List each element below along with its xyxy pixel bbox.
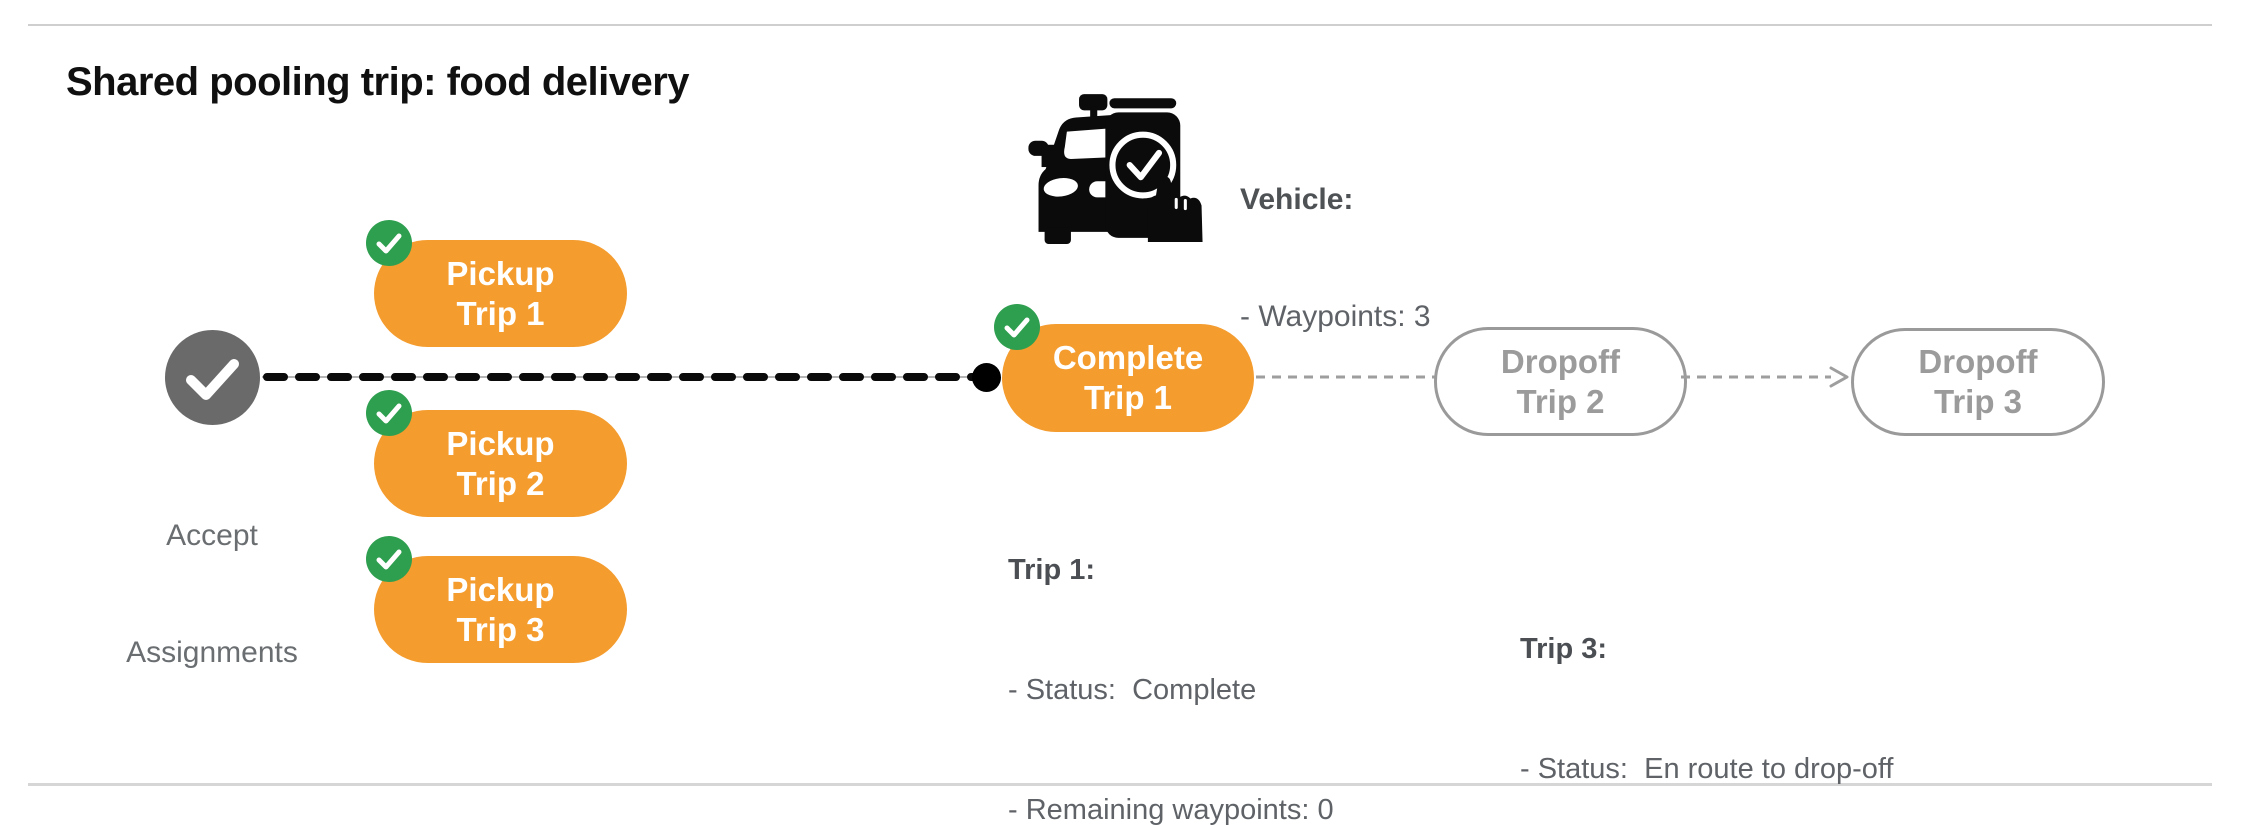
check-badge-icon	[994, 304, 1040, 350]
dropoff-trip-3-node: Dropoff Trip 3	[1851, 328, 2105, 436]
pill-label-line2: Trip 3	[456, 610, 545, 648]
pill-label-line1: Pickup	[446, 570, 555, 608]
trip3-status: - Status: En route to drop-off	[1520, 753, 1894, 785]
dropoff-trip-2-node: Dropoff Trip 2	[1434, 327, 1687, 436]
pickup-trip-2-node: Pickup Trip 2	[366, 390, 627, 517]
trip1-heading: Trip 1:	[1008, 554, 1096, 586]
complete-trip-1-node: Complete Trip 1	[994, 304, 1254, 432]
pill-label-line1: Pickup	[446, 254, 555, 292]
pill-label-line1: Pickup	[446, 424, 555, 462]
accept-assignments-node	[165, 330, 260, 425]
trip-status-panel-right: Trip 3: - Status: En route to drop-off -…	[1520, 549, 1893, 825]
pickup-trip-3-node: Pickup Trip 3	[366, 536, 627, 663]
pill-label-line2: Trip 1	[1083, 379, 1173, 416]
check-icon	[165, 330, 260, 425]
trip-status-panel-left: Trip 1: - Status: Complete - Remaining w…	[1008, 470, 1381, 825]
pill-label-line1: Complete	[1052, 339, 1204, 376]
dropoff-connector-2	[1681, 366, 1849, 388]
page-title: Shared pooling trip: food delivery	[66, 60, 690, 104]
top-divider	[28, 24, 2212, 26]
pill-label-line2: Trip 2	[456, 464, 545, 502]
vehicle-info: Vehicle: - Waypoints: 3	[1240, 102, 1431, 414]
check-badge-icon	[366, 220, 412, 266]
vehicle-label: Vehicle:	[1240, 183, 1354, 216]
taxi-phone-check-icon	[1028, 94, 1203, 244]
trip1-waypoints: - Remaining waypoints: 0	[1008, 794, 1334, 825]
bottom-divider	[28, 783, 2212, 786]
pill-label-line2: Trip 1	[456, 294, 545, 332]
pill-label-line2: Trip 3	[1933, 383, 2023, 420]
vehicle-waypoints: - Waypoints: 3	[1240, 300, 1431, 333]
pickup-trip-1-node: Pickup Trip 1	[366, 220, 627, 347]
current-position-dot	[972, 363, 1001, 392]
trip3-heading: Trip 3:	[1520, 633, 1608, 665]
pill-label-line1: Dropoff	[1918, 343, 2038, 380]
dropoff-connector-1	[1256, 375, 1436, 379]
trip1-status: - Status: Complete	[1008, 674, 1257, 706]
check-badge-icon	[366, 536, 412, 582]
accept-label-line1: Accept	[166, 519, 258, 552]
pill-label-line2: Trip 2	[1516, 382, 1605, 420]
accept-assignments-label: Accept Assignments	[82, 438, 342, 750]
accept-label-line2: Assignments	[126, 636, 298, 669]
main-route-connector	[262, 373, 984, 381]
arrowhead-icon	[1829, 366, 1849, 388]
pill-label-line1: Dropoff	[1500, 342, 1621, 380]
check-badge-icon	[366, 390, 412, 436]
